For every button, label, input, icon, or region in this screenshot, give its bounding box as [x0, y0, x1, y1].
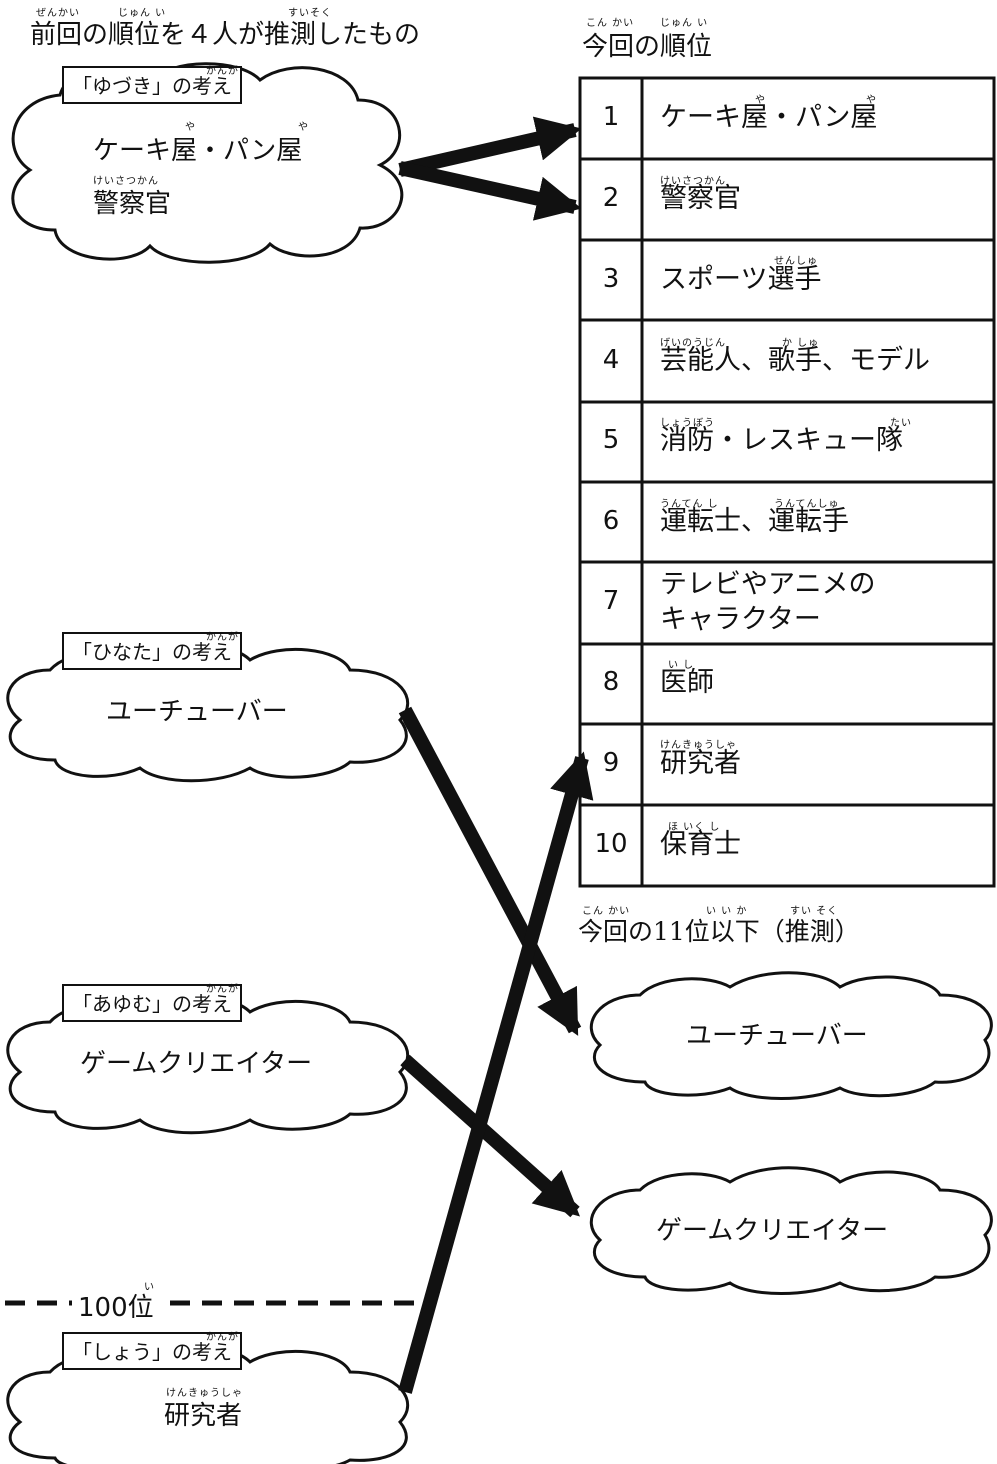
- rank-4-ruby-1: げいのうじん: [660, 338, 726, 349]
- rank-5-ruby-1: しょうぼう: [660, 418, 715, 429]
- rank-job-4: 芸能人、歌手、モデル: [660, 345, 930, 376]
- ayumu-guess: ゲームクリエイター: [80, 1049, 313, 1079]
- shou-ruby-kenkyusha: けんきゅうしゃ: [166, 1388, 243, 1399]
- rank-5-ruby-2: たい: [890, 418, 912, 429]
- label-hinata: 「ひなた」の考え: [62, 632, 242, 670]
- rank-job-6: 運転士、運転手: [660, 506, 849, 537]
- label-yuzuki-text: 「ゆづき」の考え: [72, 74, 232, 98]
- rank-number-9: 9: [602, 748, 620, 778]
- rank-job-7-line-1: テレビやアニメの: [660, 569, 876, 600]
- rank-10-ruby: ほ いく し: [668, 822, 721, 833]
- header-right-ruby-1: こん かい: [586, 18, 635, 29]
- shou-guess: 研究者: [164, 1401, 243, 1431]
- header-left-ruby-2: じゅん い: [118, 8, 167, 19]
- cloud-result-youtuber: [589, 971, 993, 1100]
- header-left-ruby-3: すいそく: [288, 8, 332, 19]
- label-shou-ruby: かんが: [206, 1332, 239, 1343]
- below-top10-ruby-1: こん かい: [582, 906, 631, 917]
- result-game-creator: ゲームクリエイター: [656, 1216, 889, 1246]
- arrow-ayumu-to-game-creator: [400, 1054, 581, 1218]
- rank-job-3: スポーツ選手: [660, 264, 822, 295]
- header-right-ruby-2: じゅん い: [660, 18, 709, 29]
- cutoff-label-text: 100位: [78, 1293, 154, 1323]
- header-right-title: 今回の順位: [582, 32, 713, 62]
- cutoff-label: 100位: [78, 1287, 154, 1324]
- label-ayumu-ruby: かんが: [206, 984, 239, 995]
- yuzuki-guess-2: 警察官: [93, 189, 172, 219]
- rank-number-2: 2: [602, 183, 620, 213]
- rank-number-6: 6: [602, 506, 620, 536]
- rank-job-10: 保育士: [660, 829, 741, 860]
- label-shou: 「しょう」の考え: [62, 1332, 242, 1370]
- rank-1-ruby-2: や: [866, 95, 877, 106]
- label-shou-text: 「しょう」の考え: [72, 1340, 232, 1364]
- rank-number-3: 3: [602, 264, 620, 294]
- rank-4-ruby-2: か しゅ: [782, 338, 820, 349]
- rank-number-8: 8: [602, 667, 620, 697]
- label-ayumu-text: 「あゆむ」の考え: [72, 992, 232, 1016]
- cloud-result-game-creator: [589, 1166, 993, 1295]
- rank-number-5: 5: [602, 425, 620, 455]
- yuzuki-ruby-keisatsukan: けいさつかん: [93, 176, 159, 187]
- rank-job-5: 消防・レスキュー隊: [660, 425, 903, 456]
- header-left-title: 前回の順位を４人が推測したもの: [30, 20, 421, 50]
- label-ayumu: 「あゆむ」の考え: [62, 984, 242, 1022]
- label-yuzuki: 「ゆづき」の考え: [62, 66, 242, 104]
- result-youtuber: ユーチューバー: [686, 1021, 868, 1051]
- yuzuki-ruby-ya-1: や: [185, 122, 196, 133]
- rank-9-ruby: けんきゅうしゃ: [660, 740, 737, 751]
- cutoff-ruby: い: [144, 1282, 155, 1293]
- hinata-guess: ユーチューバー: [106, 697, 288, 727]
- rank-3-ruby: せんしゅ: [774, 256, 818, 267]
- arrow-yuzuki-to-rank1: [398, 116, 582, 177]
- label-hinata-text: 「ひなた」の考え: [72, 640, 232, 664]
- below-top10-ruby-3: すい そく: [790, 906, 839, 917]
- rank-number-10: 10: [594, 829, 628, 859]
- rank-number-7: 7: [602, 586, 620, 616]
- yuzuki-ruby-ya-2: や: [298, 122, 309, 133]
- rank-2-ruby: けいさつかん: [660, 176, 726, 187]
- header-left-ruby-1: ぜんかい: [36, 8, 80, 19]
- rank-job-8: 医師: [660, 667, 714, 698]
- rank-job-7-line-2: キャラクター: [660, 604, 821, 635]
- arrow-yuzuki-to-rank2: [398, 161, 582, 221]
- arrow-shou-to-rank9: [398, 751, 594, 1394]
- rank-job-9: 研究者: [660, 748, 741, 779]
- rank-number-4: 4: [602, 345, 620, 375]
- ranking-table-frame: [578, 76, 996, 888]
- arrow-hinata-to-youtuber: [398, 706, 582, 1036]
- rank-1-ruby-1: や: [755, 95, 766, 106]
- rank-job-2: 警察官: [660, 183, 741, 214]
- yuzuki-guess-1: ケーキ屋・パン屋: [93, 136, 303, 166]
- rank-number-1: 1: [602, 102, 620, 132]
- rank-6-ruby-2: うんてんしゅ: [774, 499, 840, 510]
- rank-job-1: ケーキ屋・パン屋: [660, 102, 878, 133]
- rank-8-ruby: い し: [668, 660, 695, 671]
- below-top10-title: 今回の11位以下（推測）: [578, 917, 860, 946]
- label-yuzuki-ruby: かんが: [206, 66, 239, 77]
- below-top10-ruby-2: い い か: [706, 906, 748, 917]
- rank-6-ruby-1: うんてん し: [660, 499, 719, 510]
- label-hinata-ruby: かんが: [206, 632, 239, 643]
